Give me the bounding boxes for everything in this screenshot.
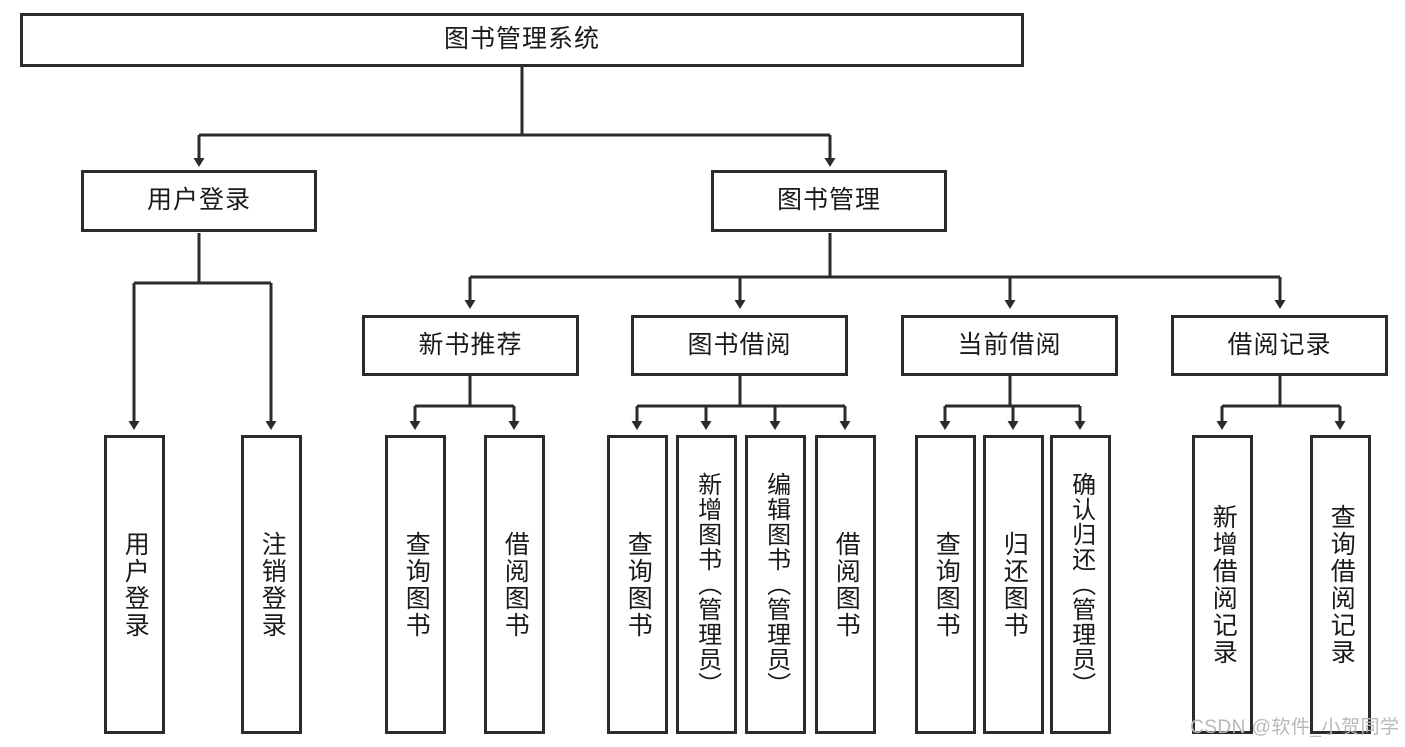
leaf-add-borrow-record-label: 新增借阅记录 (1209, 503, 1238, 666)
leaf-query-borrow-record[interactable]: 查询借阅记录 (1310, 435, 1371, 734)
leaf-user-login[interactable]: 用户登录 (104, 435, 165, 734)
node-user-login[interactable]: 用户登录 (81, 170, 317, 232)
node-root[interactable]: 图书管理系统 (20, 13, 1024, 67)
leaf-edit-book[interactable]: 编辑图书（管理员） (745, 435, 806, 734)
leaf-borrow-book-2[interactable]: 借阅图书 (815, 435, 876, 734)
leaf-edit-book-label: 编辑图书（管理员） (762, 472, 790, 697)
node-book-borrow-label: 图书借阅 (687, 330, 792, 359)
leaf-user-login-label: 用户登录 (121, 530, 150, 639)
leaf-return-book-label: 归还图书 (1000, 530, 1029, 639)
node-new-book-recommend-label: 新书推荐 (418, 330, 523, 359)
node-current-borrow[interactable]: 当前借阅 (901, 315, 1118, 376)
node-root-label: 图书管理系统 (443, 25, 600, 54)
leaf-add-book-label: 新增图书（管理员） (693, 472, 721, 697)
leaf-query-book-3[interactable]: 查询图书 (915, 435, 976, 734)
node-new-book-recommend[interactable]: 新书推荐 (362, 315, 579, 376)
leaf-borrow-book-1-label: 借阅图书 (501, 530, 530, 639)
leaf-user-logout[interactable]: 注销登录 (241, 435, 302, 734)
leaf-query-book-2-label: 查询图书 (624, 530, 653, 639)
node-book-borrow[interactable]: 图书借阅 (631, 315, 848, 376)
leaf-query-book-1-label: 查询图书 (402, 530, 431, 639)
leaf-query-book-2[interactable]: 查询图书 (607, 435, 668, 734)
node-borrow-record-label: 借阅记录 (1227, 330, 1332, 359)
leaf-query-book-1[interactable]: 查询图书 (385, 435, 446, 734)
leaf-return-book[interactable]: 归还图书 (983, 435, 1044, 734)
leaf-query-book-3-label: 查询图书 (932, 530, 961, 639)
leaf-user-logout-label: 注销登录 (258, 530, 287, 639)
node-book-management-label: 图书管理 (776, 186, 881, 215)
node-current-borrow-label: 当前借阅 (957, 330, 1062, 359)
leaf-borrow-book-2-label: 借阅图书 (832, 530, 861, 639)
leaf-add-book[interactable]: 新增图书（管理员） (676, 435, 737, 734)
leaf-confirm-return-label: 确认归还（管理员） (1067, 472, 1095, 697)
node-user-login-label: 用户登录 (146, 186, 251, 215)
node-borrow-record[interactable]: 借阅记录 (1171, 315, 1388, 376)
leaf-confirm-return[interactable]: 确认归还（管理员） (1050, 435, 1111, 734)
watermark: CSDN @软件_小贺同学 (1190, 717, 1400, 738)
node-book-management[interactable]: 图书管理 (711, 170, 947, 232)
leaf-query-borrow-record-label: 查询借阅记录 (1327, 503, 1356, 666)
leaf-add-borrow-record[interactable]: 新增借阅记录 (1192, 435, 1253, 734)
leaf-borrow-book-1[interactable]: 借阅图书 (484, 435, 545, 734)
